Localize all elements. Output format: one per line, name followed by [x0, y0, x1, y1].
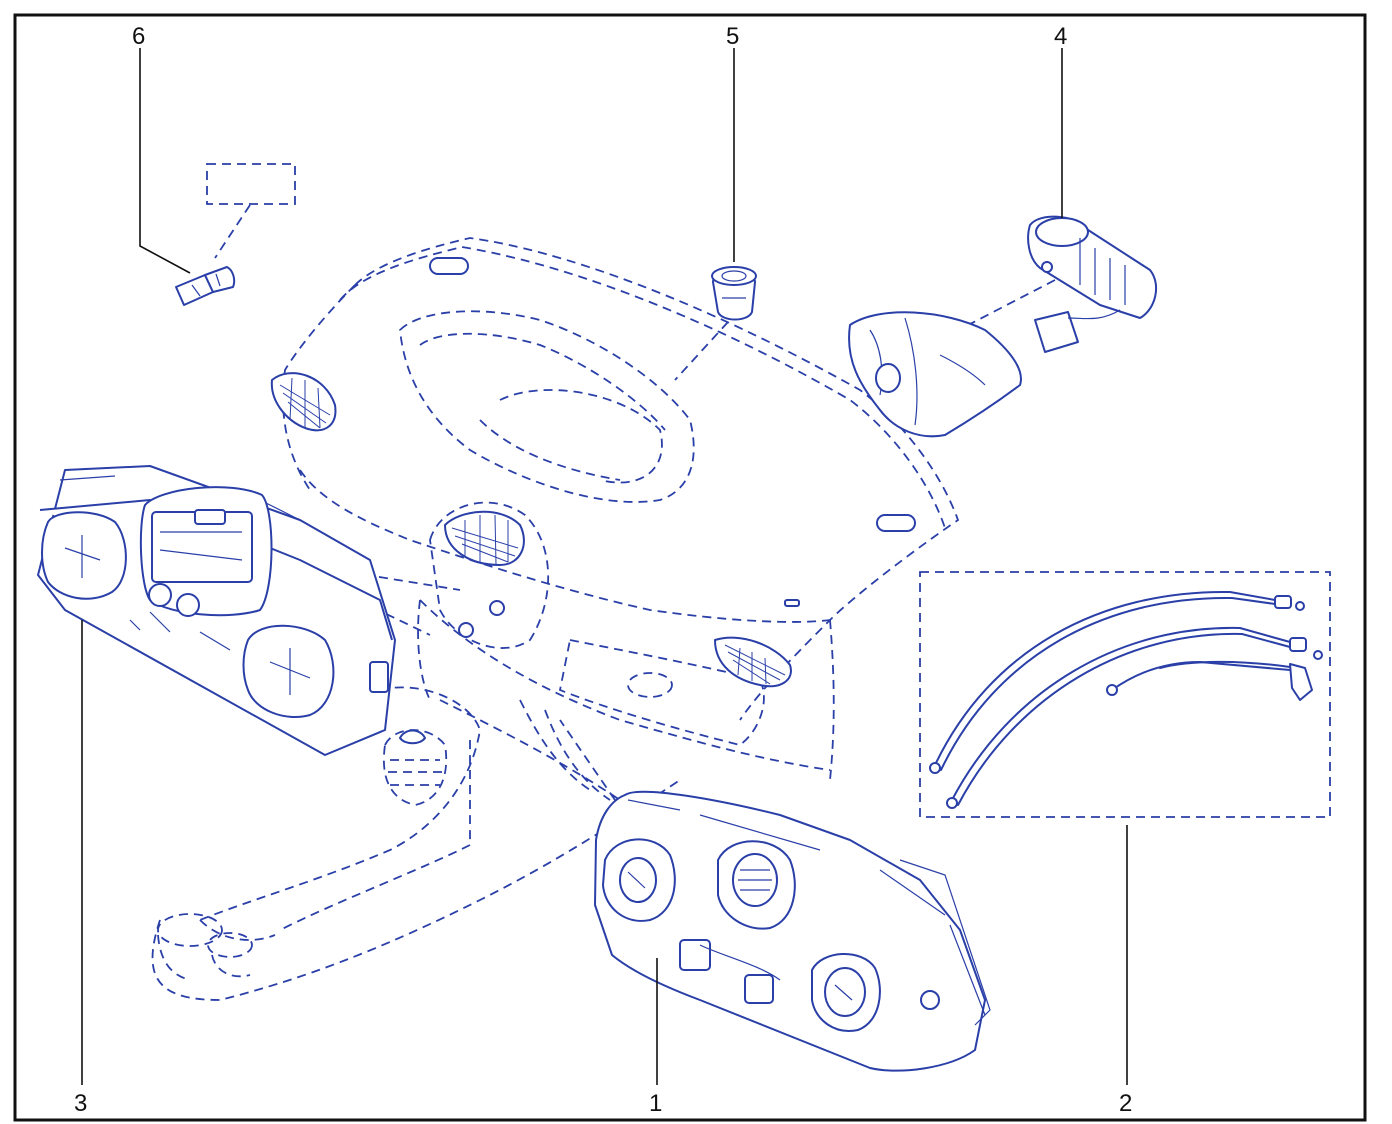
callout-4: 4 — [1054, 23, 1067, 50]
part-5-cap — [711, 266, 757, 321]
callout-1: 1 — [649, 1090, 662, 1117]
part-2-cables — [919, 571, 1331, 818]
speaker-cap-right — [876, 514, 916, 532]
callout-2: 2 — [1119, 1090, 1132, 1117]
left-vent — [270, 372, 337, 432]
part-3-auto-climate-panel — [37, 465, 396, 756]
callout-3: 3 — [74, 1090, 87, 1117]
callout-6: 6 — [132, 23, 145, 50]
cup-holder — [157, 913, 253, 981]
part-4-switch — [848, 215, 1158, 438]
part-6-bulb — [175, 163, 296, 306]
dashboard-outline — [151, 237, 1056, 1001]
gear-lever — [383, 729, 448, 806]
center-vents — [429, 501, 550, 649]
callout-5: 5 — [726, 23, 739, 50]
callout-leaders — [81, 48, 1128, 1085]
speaker-cap-left — [429, 257, 469, 275]
right-vent — [714, 636, 792, 688]
part-1-manual-heater-panel — [594, 790, 991, 1072]
